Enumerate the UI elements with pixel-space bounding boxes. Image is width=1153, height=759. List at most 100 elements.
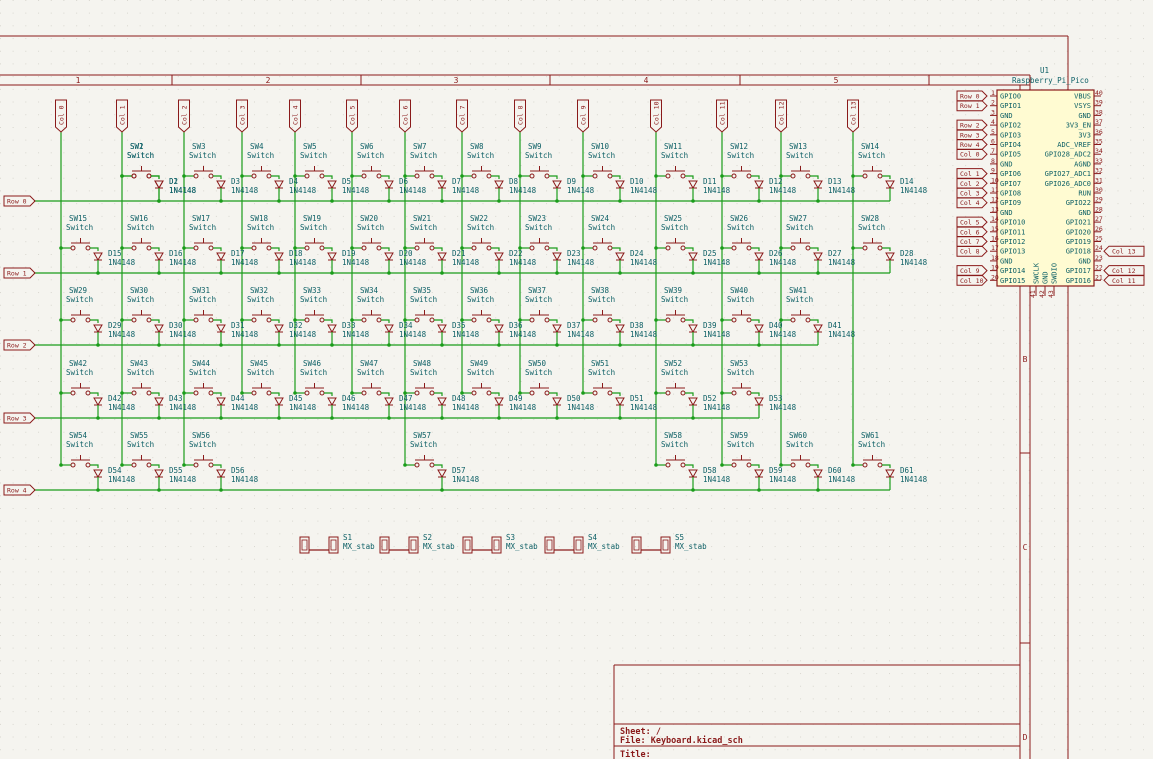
column-label-10[interactable]: Col 10	[650, 99, 662, 133]
ic-net-label[interactable]: Col 8	[956, 245, 988, 257]
ic-net-label[interactable]: Col 3	[956, 187, 988, 199]
column-label-3[interactable]: Col 3	[236, 99, 248, 133]
ic-net-label[interactable]: Col 6	[956, 226, 988, 238]
row-label-2[interactable]: Row 2	[3, 339, 36, 351]
row-label-4[interactable]: Row 4	[3, 484, 36, 496]
ic-net-label[interactable]: Col 7	[956, 236, 988, 247]
ic-net-label[interactable]: Row 3	[956, 129, 988, 141]
column-label-6[interactable]: Col 6	[399, 99, 411, 133]
column-label-9[interactable]: Col 9	[577, 99, 589, 133]
column-label-2[interactable]: Col 2	[178, 99, 190, 133]
column-label-5[interactable]: Col 5	[346, 99, 358, 133]
column-label-7[interactable]: Col 7	[456, 99, 468, 133]
column-label-0[interactable]: Col 0	[55, 99, 67, 133]
ic-net-label[interactable]: Row 1	[956, 100, 988, 112]
ic-net-label[interactable]: Row 4	[956, 139, 988, 150]
column-label-13[interactable]: Col 13	[847, 99, 859, 133]
ic-net-label[interactable]: Col 2	[956, 177, 988, 189]
ic-net-label[interactable]: Col 1	[956, 168, 988, 180]
row-label-0[interactable]: Row 0	[3, 195, 36, 207]
ic-net-label[interactable]: Col 5	[956, 216, 988, 228]
row-label-1[interactable]: Row 1	[3, 267, 36, 279]
column-label-12[interactable]: Col 12	[775, 99, 787, 133]
column-label-1[interactable]: Col 1	[116, 99, 128, 133]
column-label-4[interactable]: Col 4	[289, 99, 301, 133]
ic-net-label[interactable]: Col 9	[956, 265, 988, 277]
column-label-8[interactable]: Col 8	[514, 99, 526, 133]
column-label-11[interactable]: Col 11	[716, 99, 728, 133]
ic-net-label[interactable]: Row 0	[956, 90, 988, 102]
ic-net-label[interactable]: Col 0	[956, 148, 988, 160]
ic-net-label[interactable]: Col 11	[1103, 274, 1145, 286]
ic-net-label[interactable]: Col 10	[956, 274, 988, 286]
ic-net-label[interactable]: Col 13	[1103, 245, 1145, 257]
ic-net-label[interactable]: Col 4	[956, 197, 988, 209]
